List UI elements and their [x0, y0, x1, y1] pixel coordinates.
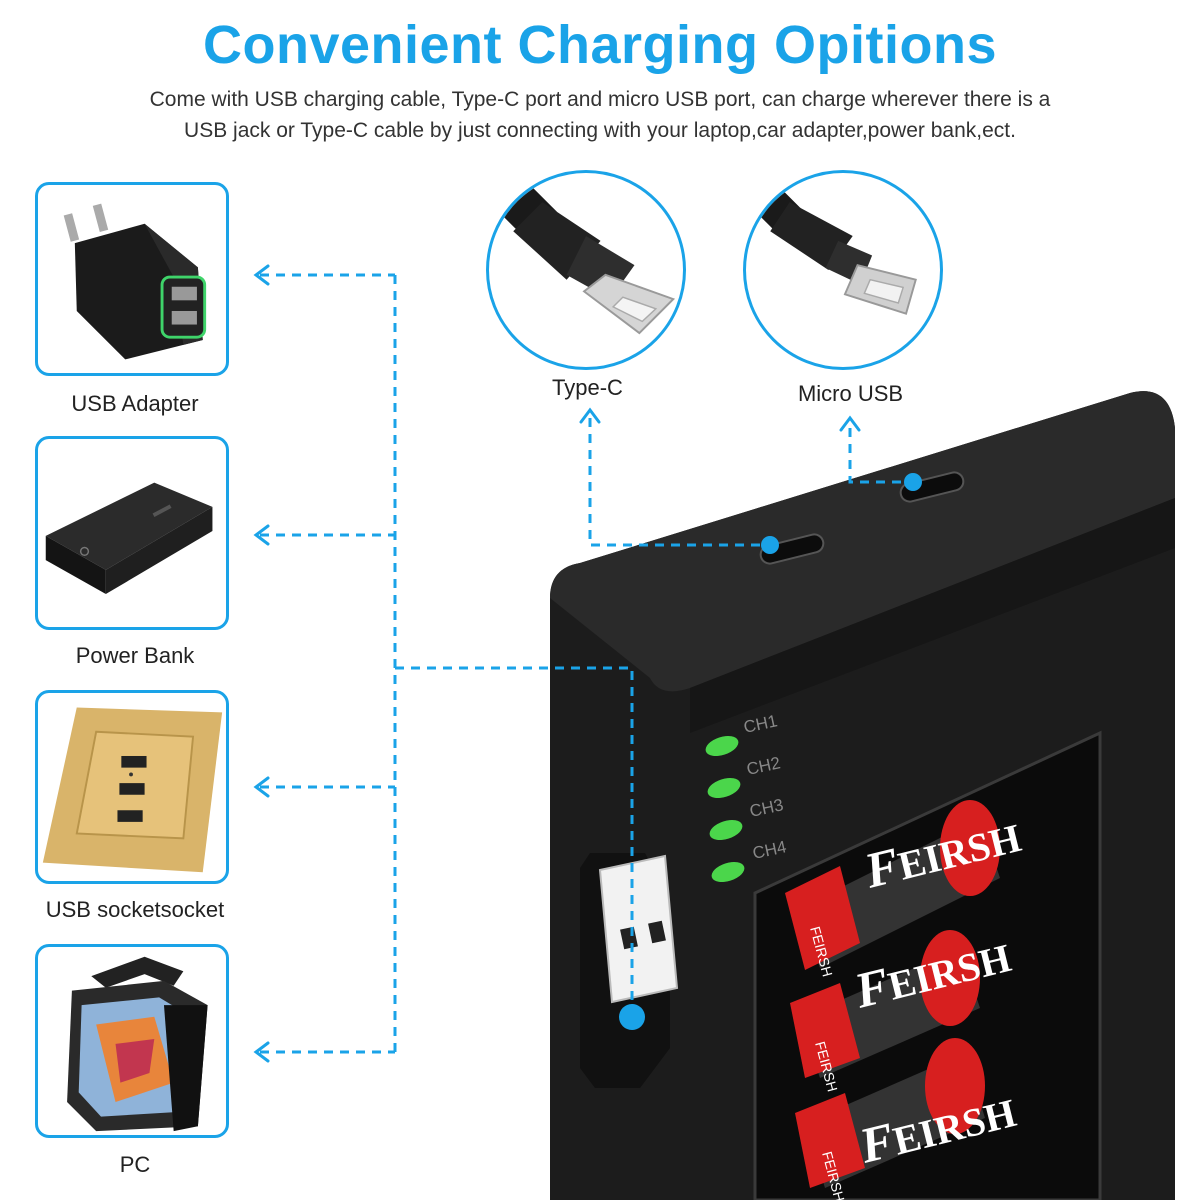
- micro-usb-circle: [743, 170, 943, 370]
- type-c-circle: [486, 170, 686, 370]
- usb-socket-icon: [42, 707, 223, 873]
- usb-socket-card: [35, 690, 229, 884]
- usb-adapter-card: [35, 182, 229, 376]
- arrow-usb-adapter: [253, 264, 270, 286]
- type-c-label: Type-C: [552, 375, 623, 400]
- power-bank-label: Power Bank: [75, 643, 195, 668]
- power-bank-card: [35, 436, 229, 630]
- led-ch4: [711, 861, 745, 883]
- arrow-pc: [253, 1041, 270, 1063]
- led-ch2: [707, 777, 741, 799]
- battery-row-2: [790, 930, 980, 1078]
- power-bank-icon: [45, 482, 213, 595]
- battery-3: [925, 1038, 985, 1134]
- pc-label: PC: [119, 1152, 151, 1177]
- arrow-power-bank: [253, 524, 270, 546]
- battery-row-1: [785, 800, 1000, 970]
- page-title: Convenient Charging Opitions: [203, 15, 997, 75]
- pc-card: [35, 944, 229, 1138]
- usb-a-plug: [598, 854, 679, 1004]
- usb-socket-label: USB socketsocket: [45, 897, 225, 922]
- micro-usb-connector-icon: [746, 173, 917, 315]
- led-ch1: [705, 735, 739, 757]
- battery-charger: FEIRSH FEIRSH FEIRSH FEIRSH FEIRSH FEIRS…: [550, 391, 1175, 1200]
- micro-usb-label: Micro USB: [797, 381, 904, 406]
- type-c-connector-icon: [489, 173, 676, 335]
- usb-adapter-label: USB Adapter: [71, 391, 199, 416]
- micro-usb-port: [899, 471, 965, 503]
- type-c-port: [759, 533, 825, 565]
- description-line-2: USB jack or Type-C cable by just connect…: [184, 119, 1016, 142]
- pc-icon: [67, 956, 208, 1132]
- description-line-1: Come with USB charging cable, Type-C por…: [149, 88, 1051, 111]
- battery-row-3: [795, 1038, 985, 1188]
- battery-1: [940, 800, 1000, 896]
- led-ch3: [709, 819, 743, 841]
- arrow-usb-socket: [253, 776, 270, 798]
- usb-adapter-icon: [63, 203, 207, 360]
- battery-2: [920, 930, 980, 1026]
